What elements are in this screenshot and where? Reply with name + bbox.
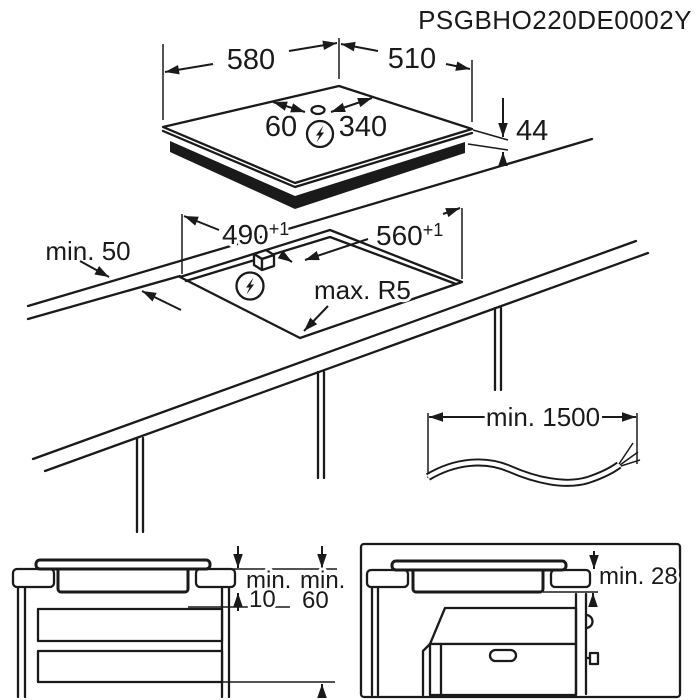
min-60-value: 60 (302, 587, 329, 614)
dim-cutout-depth: 490+1 (181, 214, 293, 274)
dim-min-edge-distance: min. 50 (42, 233, 182, 311)
worktop-leg-middle (316, 370, 326, 480)
worktop-left-block-2 (365, 568, 410, 589)
hob-body-band (170, 141, 465, 209)
worktop-leg-left (135, 436, 145, 534)
oven-handle (488, 648, 518, 663)
min-10-prefix: min. (246, 567, 291, 594)
cross-section-oven-view: min. 28 (359, 542, 682, 699)
min-cable-length-label: min. 1500 (486, 402, 600, 432)
hob-height-label: 44 (516, 115, 548, 147)
min-60-prefix: min. (300, 567, 345, 594)
cutout-opening (178, 228, 464, 340)
hob-body-section-2 (411, 566, 545, 594)
worktop-back-edge-lower (26, 274, 182, 321)
panel-knob (588, 651, 600, 666)
power-connection-icon (305, 119, 335, 149)
dim-hob-depth: 510 (340, 40, 473, 122)
power-connection-icon-cutout (235, 271, 265, 301)
model-number-title: PSGBHO220DE0002Y (418, 5, 692, 35)
cutout-depth-label: 490+1 (222, 219, 289, 250)
hob-width-label: 580 (227, 44, 275, 76)
cutout-inner-rim (184, 235, 458, 286)
power-cable-view: min. 1500 (425, 399, 641, 487)
dim-cutout-width: 560+1 (304, 207, 463, 279)
hob-glass-edge (161, 129, 474, 189)
hob-glass-section (34, 558, 212, 571)
dim-hob-height: 44 (467, 98, 551, 166)
junction-box-icon (252, 248, 276, 272)
cutout-width-label: 560+1 (376, 220, 443, 251)
hob-glass-section-2 (390, 559, 568, 572)
max-corner-radius-label: max. R5 (314, 275, 411, 305)
cross-section-drawers-view: min. 10 min. 60 (11, 546, 348, 699)
cable-outlet-icon (310, 104, 326, 116)
hinge-bump (584, 613, 594, 630)
drawer-bottom (36, 649, 224, 684)
min-10-value: 10 (249, 586, 276, 613)
mains-cable (425, 442, 641, 487)
hob-depth-label: 510 (388, 43, 436, 75)
worktop-front-edge (31, 239, 638, 461)
worktop-right-block (194, 567, 237, 589)
worktop-right-block-2 (549, 568, 592, 589)
drawer-top (36, 607, 224, 643)
min-oven-clearance-label: min. 28 (599, 563, 678, 590)
dim-min-28: min. 28 (588, 551, 681, 607)
dim-min-60: min. 60 (297, 546, 348, 698)
dim-min-10: min. 10 (233, 546, 294, 616)
worktop-cutout-view: 490+1 560+1 min. 50 max. R5 (26, 137, 650, 534)
dim-hob-width: 580 (162, 38, 340, 120)
dim-max-corner-radius: max. R5 (303, 272, 414, 332)
cable-offset-left-label: 60 (265, 111, 297, 143)
worktop-left-block (11, 567, 56, 589)
hob-body-section (56, 565, 190, 594)
min-edge-distance-label: min. 50 (45, 236, 130, 266)
hob-top-view: 580 510 60 340 44 (161, 38, 551, 209)
worktop-back-edge (26, 137, 594, 308)
oven-top-face (428, 606, 578, 646)
worktop-leg-right (493, 306, 503, 392)
worktop-front-edge-lower (43, 251, 650, 473)
cable-wire-ends (618, 442, 641, 467)
built-under-oven (421, 606, 578, 697)
cabinet-right-panel (574, 592, 600, 696)
cable-offset-right-label: 340 (339, 111, 387, 143)
dim-cable-position: 60 340 (262, 97, 390, 146)
